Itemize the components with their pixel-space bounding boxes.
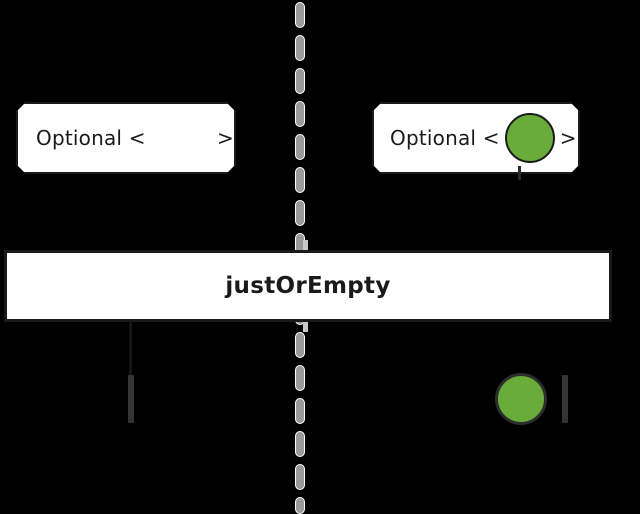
- separator-dash: [295, 35, 305, 61]
- optional-prefix-label: Optional <: [36, 126, 146, 150]
- connector-stub-source-right: [518, 166, 521, 180]
- separator-dash: [295, 200, 305, 226]
- separator-dash: [295, 167, 305, 193]
- separator-dash: [295, 332, 305, 358]
- separator-dash: [295, 365, 305, 391]
- output-marble-green: [495, 373, 547, 425]
- separator-dash: [295, 398, 305, 424]
- separator-dash: [295, 2, 305, 28]
- green-value-marble-icon: [505, 113, 555, 163]
- operator-label: justOrEmpty: [225, 273, 391, 299]
- optional-suffix-label: >: [559, 126, 577, 150]
- optional-suffix-label: >: [217, 126, 234, 150]
- completion-bar-left-stream: [128, 375, 134, 423]
- connector-stub-divider-top: [303, 240, 308, 252]
- separator-dash: [295, 68, 305, 94]
- source-box-optional-with-value[interactable]: Optional < >: [372, 102, 580, 174]
- separator-dash: [295, 431, 305, 457]
- separator-dash: [295, 464, 305, 490]
- connector-stub-divider-bottom: [303, 322, 308, 332]
- optional-prefix-label: Optional <: [390, 126, 500, 150]
- operator-box-justOrEmpty[interactable]: justOrEmpty: [4, 250, 612, 322]
- separator-dash: [295, 134, 305, 160]
- source-box-empty-optional[interactable]: Optional < >: [16, 102, 236, 174]
- connector-stub-output-left: [129, 322, 132, 378]
- optional-empty-value-slot: [146, 118, 217, 158]
- separator-dash: [295, 101, 305, 127]
- separator-dash: [295, 497, 305, 514]
- completion-bar-right-stream: [562, 375, 568, 423]
